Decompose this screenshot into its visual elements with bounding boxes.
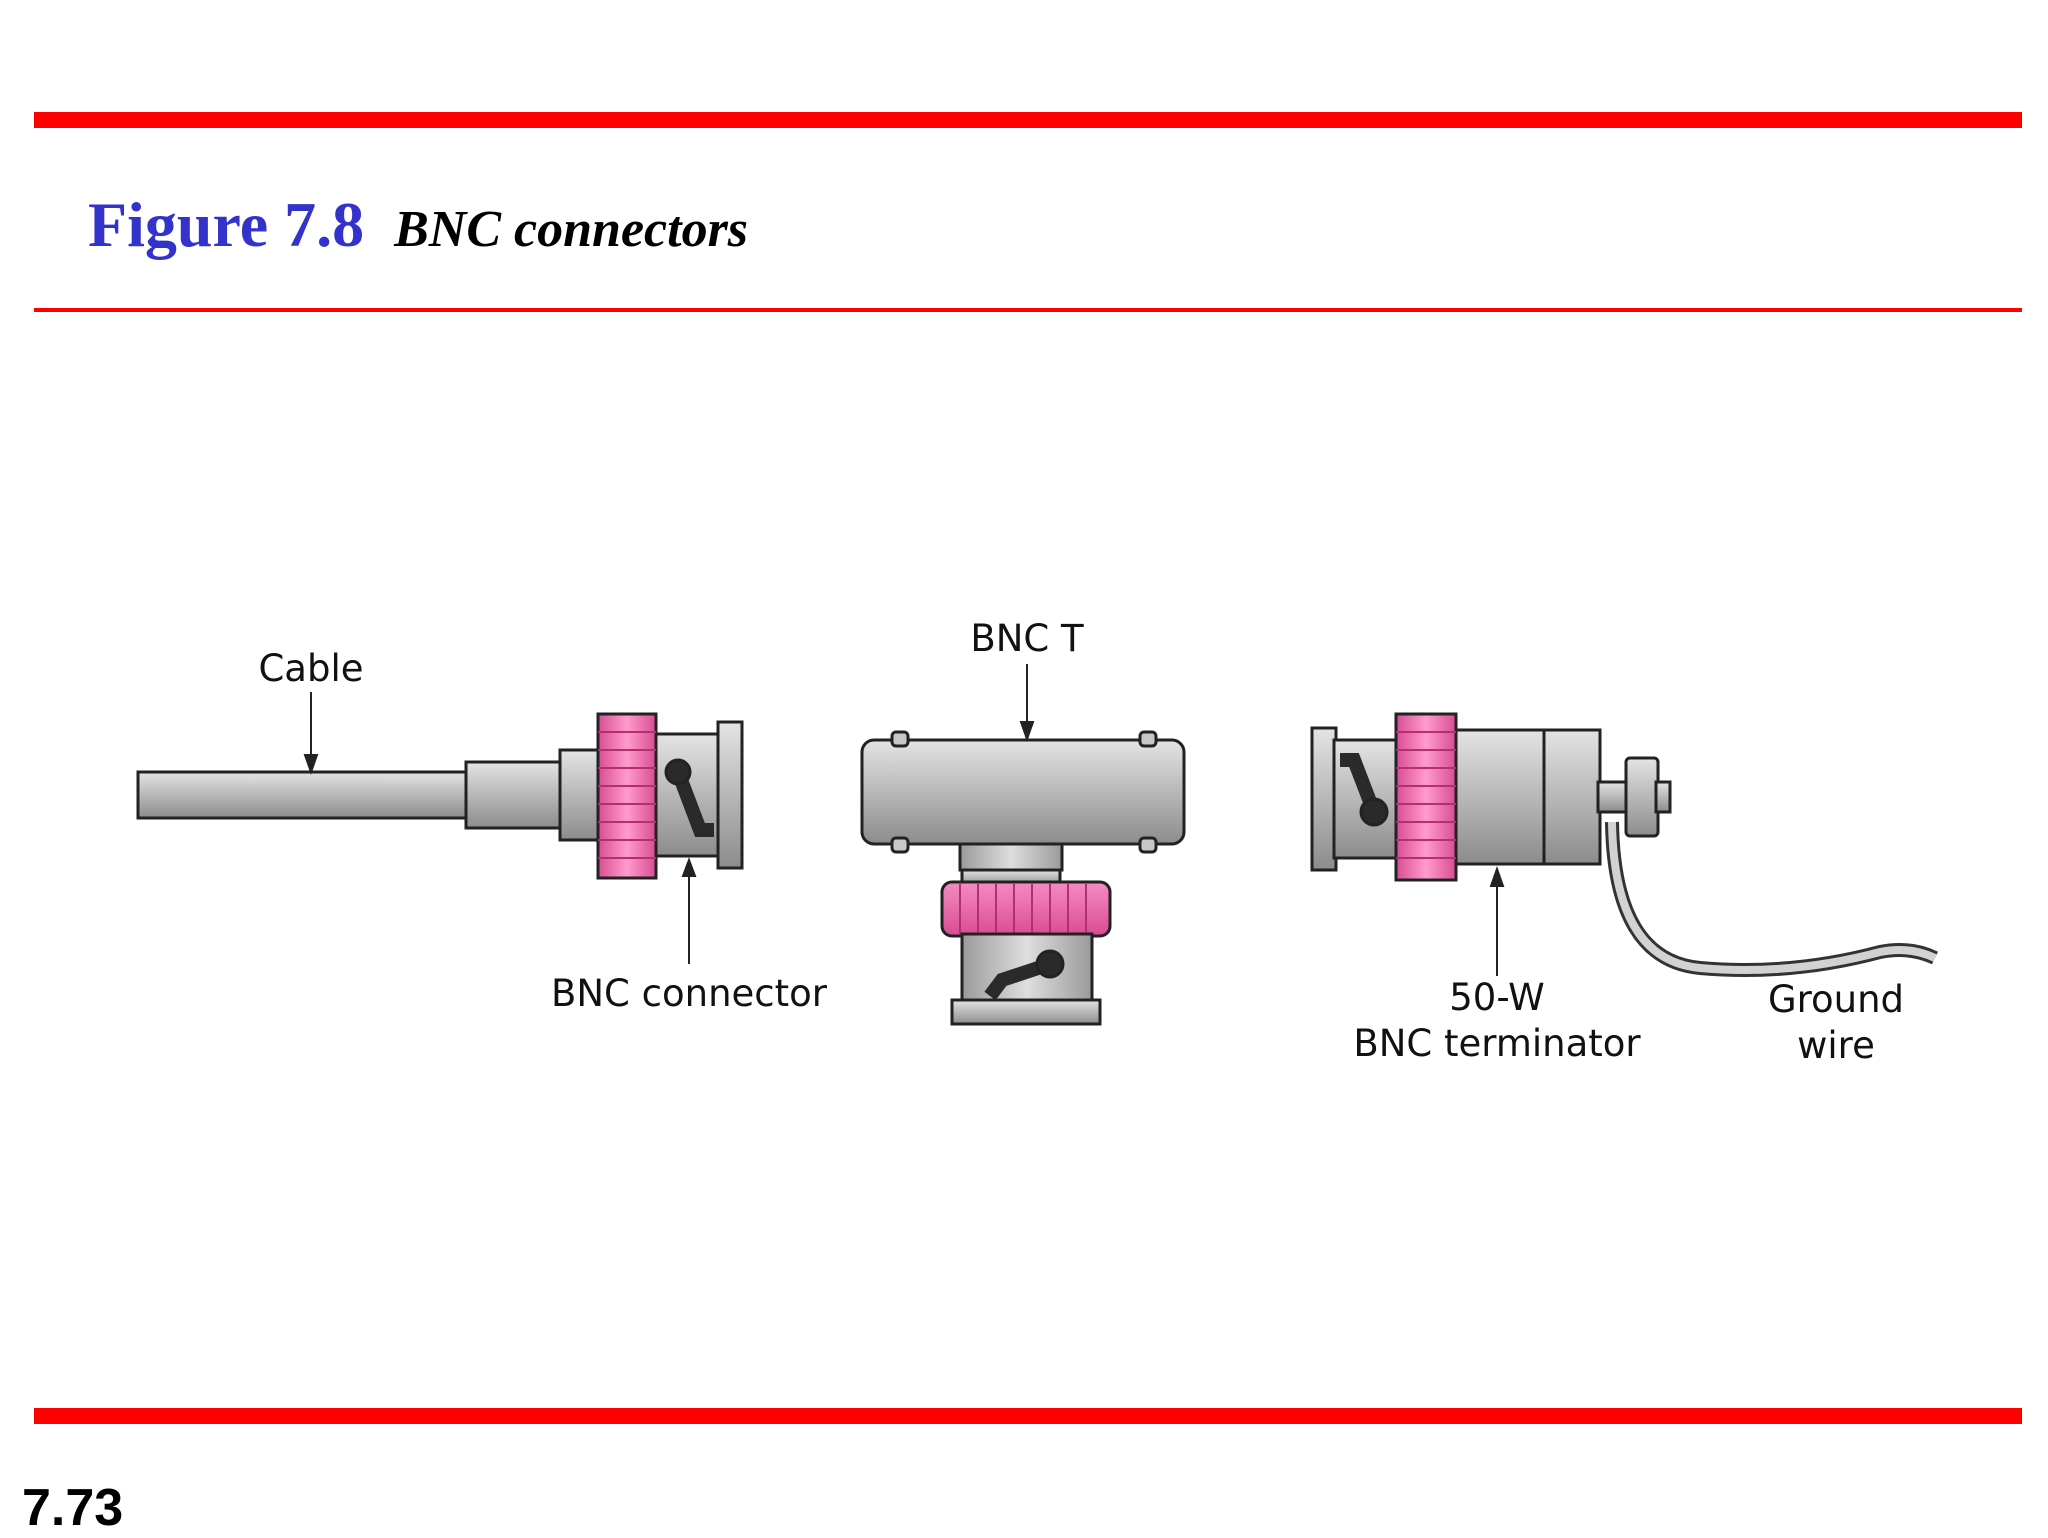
leader-arrows <box>303 664 1505 976</box>
figure-caption: BNC connectors <box>394 201 749 258</box>
terminator-front-flange <box>1310 726 1338 872</box>
bnc-terminator <box>1310 712 1939 977</box>
bnc-t-label: BNC T <box>970 617 1084 660</box>
bnc-t-bottom-flange <box>950 998 1102 1026</box>
bnc-t-adapter <box>860 730 1186 1026</box>
terminator-rear-body-2 <box>1542 728 1602 866</box>
top-thick-rule <box>34 112 2022 128</box>
title-underline-rule <box>34 308 2022 312</box>
cable-label: Cable <box>258 647 363 690</box>
bottom-thick-rule <box>34 1408 2022 1424</box>
terminator-label-line2: BNC terminator <box>1353 1022 1641 1065</box>
terminator-cap-tab <box>1654 780 1672 814</box>
ground-wire-label-line2: wire <box>1797 1024 1875 1067</box>
connector-bayonet-slot <box>664 758 714 837</box>
connector-front-flange <box>716 720 744 870</box>
bnc-t-arrow <box>1019 664 1035 743</box>
bnc-t-left-bottom-nub <box>890 836 910 854</box>
bnc-connector-label: BNC connector <box>551 972 828 1015</box>
terminator-label-line1: 50-W <box>1449 976 1545 1019</box>
terminator-bayonet-slot <box>1340 753 1389 827</box>
bnc-t-body <box>860 738 1186 846</box>
bnc-connector-arrow <box>681 857 697 964</box>
bnc-t-bayonet-nut <box>940 880 1112 938</box>
terminator-bayonet-nut <box>1394 712 1458 882</box>
bnc-t-bayonet-slot <box>984 949 1065 1001</box>
cable-with-bnc-connector <box>136 712 744 880</box>
cable-arrow <box>303 692 319 776</box>
cable <box>136 770 470 820</box>
terminator-rear-body-1 <box>1452 728 1548 866</box>
bnc-t-right-nub <box>1138 730 1158 748</box>
bnc-t-left-nub <box>890 730 910 748</box>
page-number: 7.73 <box>22 1479 124 1537</box>
figure-number: Figure 7.8 <box>88 189 365 260</box>
connector-bayonet-nut <box>596 712 658 880</box>
bnc-t-right-bottom-nub <box>1138 836 1158 854</box>
terminator-arrow <box>1489 865 1505 976</box>
terminator-stem <box>1596 780 1630 814</box>
connector-crimp-sleeve <box>558 748 602 842</box>
cable-ferrule <box>464 760 564 830</box>
figure-title: Figure 7.8 BNC connectors <box>88 188 748 262</box>
terminator-cap-vertical <box>1624 756 1660 838</box>
ground-wire-label-line1: Ground <box>1768 978 1904 1021</box>
